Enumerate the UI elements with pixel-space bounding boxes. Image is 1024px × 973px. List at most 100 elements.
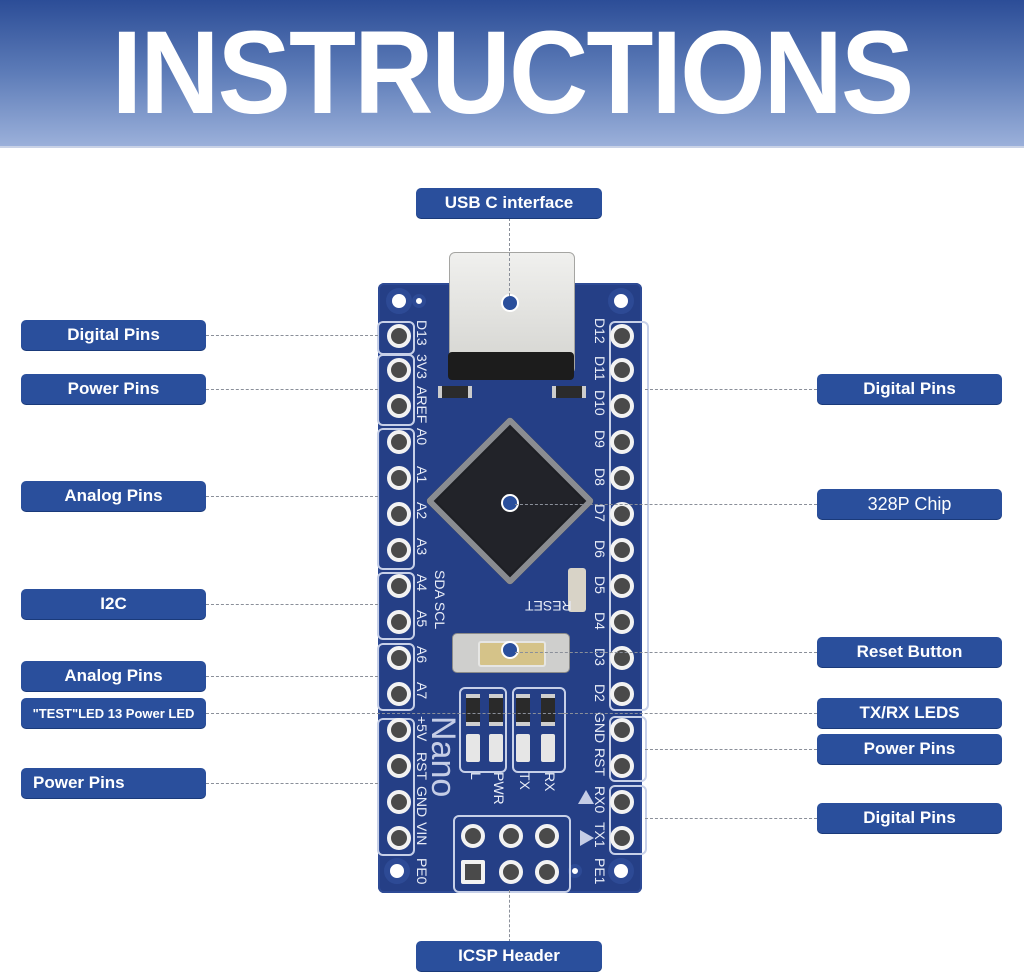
leader-left-3 <box>206 604 378 605</box>
left-pin-7 <box>387 538 411 562</box>
led-group-l-pwr <box>459 687 507 773</box>
silk-d13: D13 <box>414 320 430 346</box>
callout-icsp-header: ICSP Header <box>416 941 602 971</box>
silk-3v3: 3V3 <box>414 354 430 379</box>
silk-led-rx: RX <box>542 772 558 792</box>
silk-a5: A5 <box>414 610 430 628</box>
silk-d5: D5 <box>592 576 608 594</box>
right-pin-14 <box>610 790 634 814</box>
left-pin-3 <box>387 394 411 418</box>
silk-d10: D10 <box>592 390 608 416</box>
right-pin-5 <box>610 466 634 490</box>
leader-left-0 <box>206 335 378 336</box>
right-pin-11 <box>610 682 634 706</box>
crystal-oscillator <box>568 568 586 612</box>
left-pin-4 <box>387 430 411 454</box>
left-pin-10 <box>387 646 411 670</box>
mounting-hole <box>412 294 426 308</box>
right-pin-2 <box>610 358 634 382</box>
silk-i2c: SDA SCL <box>432 570 448 630</box>
silk-d8: D8 <box>592 468 608 486</box>
led-rx <box>541 734 555 762</box>
leader-left-5 <box>206 713 566 714</box>
led-tx <box>516 734 530 762</box>
silk-d6: D6 <box>592 540 608 558</box>
leader-right-0 <box>645 389 817 390</box>
left-pin-1 <box>387 324 411 348</box>
silk-a7: A7 <box>414 682 430 700</box>
silk-pe0: PE0 <box>414 858 430 885</box>
callout-right-power-pins: Power Pins <box>817 734 1002 764</box>
silk-tx1: TX1 <box>592 822 608 848</box>
led-l <box>466 734 480 762</box>
silk-d7: D7 <box>592 504 608 522</box>
callout-left-analog-pins: Analog Pins <box>21 481 206 511</box>
silk-gnd-right: GND <box>592 712 608 744</box>
callout-left-power-pins: Power Pins <box>21 374 206 404</box>
right-pin-7 <box>610 538 634 562</box>
title-banner <box>0 0 1024 148</box>
callout-left-power-pins-2: Power Pins <box>21 768 206 798</box>
pin-group-analog <box>377 428 415 570</box>
silk-aref: AREF <box>414 386 430 424</box>
reset-callout-dot <box>501 641 519 659</box>
silk-pe1: PE1 <box>592 858 608 885</box>
usb-callout-dot <box>501 294 519 312</box>
silk-a4: A4 <box>414 574 430 592</box>
icsp-pin-bottom-3 <box>535 860 559 884</box>
led-resistor <box>541 694 555 726</box>
left-pin-11 <box>387 682 411 706</box>
silk-led-l: L <box>468 772 484 780</box>
callout-right-digital-pins-2: Digital Pins <box>817 803 1002 833</box>
silk-d3: D3 <box>592 648 608 666</box>
mounting-hole <box>384 858 410 884</box>
led-group-tx-rx <box>512 687 566 773</box>
led-resistor <box>489 694 503 726</box>
callout-reset-button: Reset Button <box>817 637 1002 667</box>
silk-a6: A6 <box>414 646 430 664</box>
chip-callout-dot <box>501 494 519 512</box>
leader-icsp <box>509 890 510 942</box>
silk-gnd: GND <box>414 786 430 818</box>
left-pin-14 <box>387 790 411 814</box>
silk-vin: VIN <box>414 822 430 846</box>
icsp-pin-top-1 <box>461 824 485 848</box>
silk-a1: A1 <box>414 466 430 484</box>
callout-left-digital-pins: Digital Pins <box>21 320 206 350</box>
left-pin-9 <box>387 610 411 634</box>
leader-right-4 <box>645 749 817 750</box>
arrow-rx-icon <box>578 790 594 804</box>
callout-right-digital-pins: Digital Pins <box>817 374 1002 404</box>
leader-usb <box>509 218 510 296</box>
mounting-hole <box>386 288 412 314</box>
right-pin-13 <box>610 754 634 778</box>
right-pin-15 <box>610 826 634 850</box>
pin-group-i2c <box>377 572 415 640</box>
usb-c-port <box>448 352 574 380</box>
left-pin-5 <box>387 466 411 490</box>
right-pin-3 <box>610 394 634 418</box>
pin-group-serial <box>609 785 647 855</box>
right-pin-8 <box>610 574 634 598</box>
leader-left-2 <box>206 496 378 497</box>
silk-d4: D4 <box>592 612 608 630</box>
silk-d12: D12 <box>592 318 608 344</box>
right-pin-12 <box>610 718 634 742</box>
silk-rx0: RX0 <box>592 786 608 814</box>
right-pin-10 <box>610 646 634 670</box>
leader-right-3 <box>560 713 817 714</box>
silk-rst-right: RST <box>592 748 608 776</box>
right-pin-9 <box>610 610 634 634</box>
leader-left-6 <box>206 783 378 784</box>
leader-right-1 <box>515 504 817 505</box>
silk-d11: D11 <box>592 356 608 381</box>
left-pin-13 <box>387 754 411 778</box>
left-pin-8 <box>387 574 411 598</box>
pin-group-power-top <box>377 354 415 426</box>
arrow-tx-icon <box>580 830 594 846</box>
leader-right-5 <box>645 818 817 819</box>
leader-left-4 <box>206 676 378 677</box>
smd-resistor <box>552 386 586 398</box>
led-resistor <box>466 694 480 726</box>
page-title: INSTRUCTIONS <box>111 7 915 139</box>
